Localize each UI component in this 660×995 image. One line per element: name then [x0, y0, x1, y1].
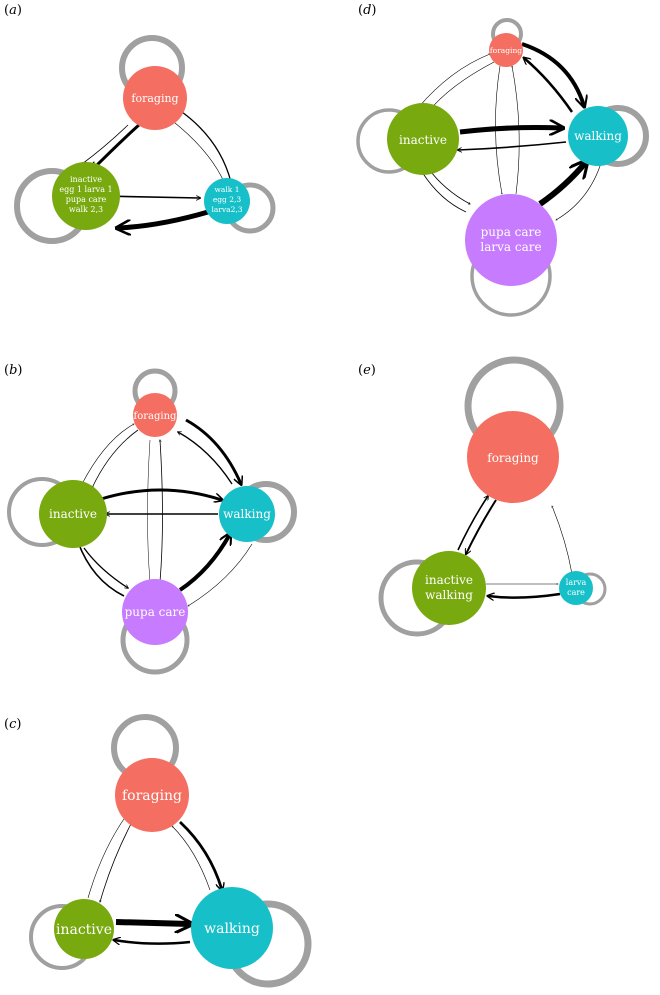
node-inactive-label: inactive	[49, 507, 97, 521]
edge-inactive-to-foraging	[87, 816, 126, 899]
node-care-label-1: larva	[566, 578, 587, 587]
node-walking	[191, 887, 273, 969]
node-foraging-label: foraging	[131, 92, 178, 105]
panel-e-label: (e)	[358, 363, 376, 378]
node-foraging	[115, 758, 189, 832]
node-walking	[204, 178, 250, 224]
node-inactive-label: inactive	[399, 133, 447, 147]
edge-walking-to-foraging	[524, 58, 574, 113]
node-inactive	[39, 480, 107, 548]
edge-inactive-to-foraging	[417, 54, 490, 109]
edge-foraging-to-inactive	[466, 499, 497, 554]
panel-b-label: (b)	[4, 363, 22, 378]
node-inactive-label-1: inactive	[70, 175, 102, 184]
node-care-label: pupa care	[125, 605, 186, 619]
node-foraging-label: foraging	[490, 46, 522, 55]
edge-walking-to-care	[556, 159, 603, 220]
edge-inactive-to-walking	[97, 488, 222, 500]
node-foraging-label: foraging	[134, 411, 178, 422]
panel-e: (e) foraging inactive walking larva care	[358, 356, 607, 637]
node-care-label-2: larva care	[480, 240, 541, 254]
node-walking-label: walking	[204, 921, 260, 937]
panel-d: (d) foraging inactive walking pupa care …	[356, 3, 649, 317]
node-foraging	[489, 33, 523, 67]
edge-inactive-to-foraging	[457, 496, 488, 551]
node-foraging	[467, 411, 559, 503]
node-inactive-label-2: walking	[425, 588, 473, 602]
node-inactive-label-4: walk 2,3	[69, 205, 103, 214]
node-inactive-label-2: egg 1 larva 1	[59, 185, 112, 194]
node-foraging	[123, 66, 187, 130]
edge-foraging-to-inactive	[92, 122, 142, 170]
edge-walking-to-inactive	[114, 940, 191, 944]
node-inactive	[52, 162, 120, 230]
edge-inactive-to-care	[427, 167, 470, 204]
edge-foraging-to-walking	[181, 111, 231, 182]
edge-care-to-foraging	[552, 506, 573, 575]
panel-d-label: (d)	[358, 3, 376, 18]
edge-care-to-walking	[538, 162, 586, 207]
edge-foraging-to-walking	[185, 418, 241, 484]
edge-foraging-to-inactive	[100, 821, 133, 902]
edge-care-to-walking	[178, 534, 230, 592]
node-inactive	[54, 899, 114, 959]
edge-walking-to-foraging	[178, 432, 233, 485]
node-walking	[568, 106, 628, 166]
edge-care-to-foraging	[160, 440, 163, 583]
panel-a-label: (a)	[4, 3, 22, 18]
node-foraging-label: foraging	[487, 451, 539, 465]
node-walking-label: walking	[574, 129, 622, 143]
node-walking-label-2: egg 2,3	[213, 195, 242, 204]
node-inactive-label-1: inactive	[425, 573, 473, 587]
edge-inactive-to-walking	[459, 128, 562, 133]
edge-inactive-to-care	[83, 547, 128, 588]
edge-inactive-to-foraging	[82, 124, 129, 164]
node-care	[122, 579, 188, 645]
edge-foraging-to-walking	[179, 820, 222, 890]
edge-care-to-inactive	[78, 542, 125, 597]
edge-walking-to-foraging	[169, 118, 225, 184]
edge-walking-to-inactive	[118, 209, 209, 228]
panel-c-label: (c)	[4, 717, 21, 732]
node-inactive-label-3: pupa care	[66, 195, 107, 204]
edge-inactive-to-walking	[115, 922, 190, 924]
node-walking-label-3: larva2,3	[211, 205, 242, 214]
node-inactive	[387, 103, 459, 175]
edge-care-to-inactive	[422, 172, 467, 213]
panel-b: (b) foraging inactive walking pupa care	[4, 363, 297, 675]
node-inactive-label: inactive	[56, 922, 112, 938]
node-walking-label: walking	[223, 507, 271, 521]
panel-a: (a) foraging inactive egg 1 larva 1 pupa…	[4, 3, 276, 244]
node-care	[465, 194, 557, 286]
node-foraging	[133, 393, 177, 437]
node-walking-label-1: walk 1	[215, 185, 240, 194]
node-care	[559, 571, 593, 605]
node-care-label-1: pupa care	[481, 225, 542, 239]
edge-foraging-to-inactive	[92, 429, 139, 488]
node-inactive	[412, 551, 486, 625]
node-care-label-2: care	[567, 588, 585, 597]
node-foraging-label: foraging	[122, 788, 182, 804]
edge-inactive-to-foraging	[81, 424, 134, 485]
edge-foraging-to-walking	[521, 42, 584, 106]
panel-c: (c) foraging inactive walking	[4, 714, 312, 988]
edge-walking-to-care	[188, 543, 253, 606]
edge-walking-to-foraging	[172, 826, 211, 891]
edge-foraging-to-care	[147, 439, 151, 582]
node-walking	[219, 486, 275, 542]
edge-walking-to-inactive	[458, 141, 567, 150]
edge-care-to-inactive	[488, 594, 561, 598]
